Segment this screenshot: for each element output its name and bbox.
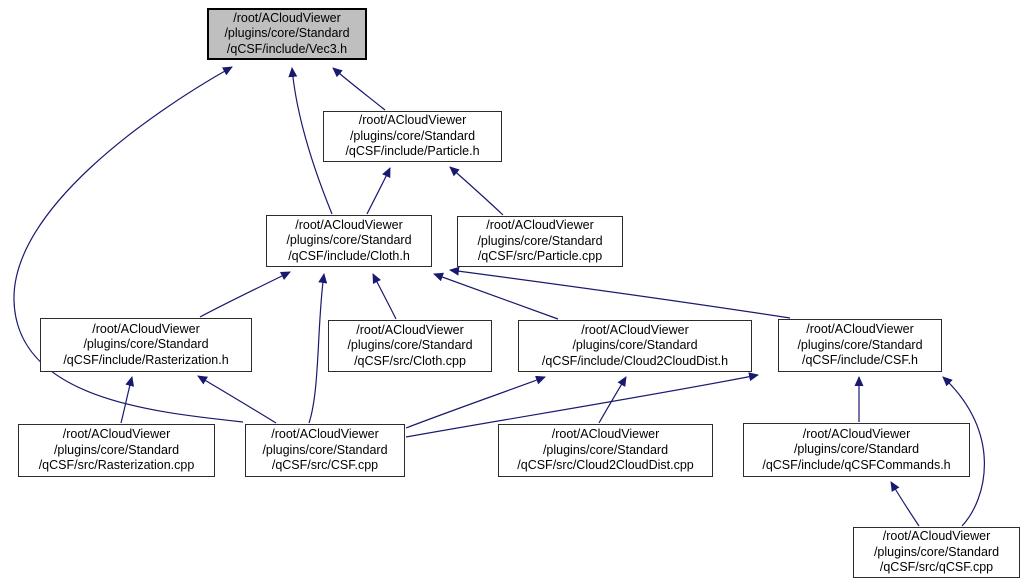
- edge-rasterization-cpp-to-rasterization-h: [120, 376, 135, 424]
- edge-particle-h-to-vec3-h: [332, 67, 386, 111]
- edge-cloth-cpp-to-cloth-h: [372, 273, 397, 320]
- node-path-line: /plugins/core/Standard: [262, 442, 388, 457]
- node-path-line: /root/ACloudViewer: [62, 427, 171, 442]
- node-path-line: /qCSF/src/Cloud2CloudDist.cpp: [517, 458, 694, 473]
- node-cloud2clouddist-h[interactable]: /root/ACloudViewer /plugins/core/Standar…: [518, 320, 752, 372]
- node-particle-cpp[interactable]: /root/ACloudViewer /plugins/core/Standar…: [457, 216, 623, 267]
- node-path-line: /plugins/core/Standard: [873, 544, 1000, 559]
- node-cloth-cpp[interactable]: /root/ACloudViewer /plugins/core/Standar…: [328, 320, 492, 372]
- node-path-line: /plugins/core/Standard: [542, 442, 669, 457]
- edge-particle-cpp-to-particle-h: [449, 166, 504, 216]
- node-path-line: /qCSF/include/Rasterization.h: [63, 352, 229, 367]
- edge-csf-cpp-to-rasterization-h: [197, 375, 277, 424]
- node-path-line: /root/ACloudViewer: [551, 427, 660, 442]
- node-qcsfcommands-h[interactable]: /root/ACloudViewer /plugins/core/Standar…: [743, 423, 970, 477]
- node-path-line: /qCSF/include/CSF.h: [801, 353, 919, 368]
- edge-csf-cpp-to-vec3-h: [13, 66, 244, 423]
- node-path-line: /qCSF/include/qCSFCommands.h: [762, 457, 951, 472]
- edge-cloth-h-to-particle-h: [366, 167, 391, 215]
- node-path-line: /qCSF/src/Rasterization.cpp: [38, 458, 195, 473]
- edge-cloud2clouddist-cpp-to-cloud2clouddist-h: [598, 376, 627, 424]
- node-cloth-h[interactable]: /root/ACloudViewer /plugins/core/Standar…: [266, 215, 432, 267]
- node-cloud2clouddist-cpp[interactable]: /root/ACloudViewer /plugins/core/Standar…: [498, 424, 713, 477]
- node-rasterization-cpp[interactable]: /root/ACloudViewer /plugins/core/Standar…: [18, 424, 215, 477]
- node-path-line: /qCSF/include/Cloud2CloudDist.h: [541, 353, 729, 368]
- node-qcsf-cpp[interactable]: /root/ACloudViewer /plugins/core/Standar…: [853, 527, 1020, 578]
- node-path-line: /plugins/core/Standard: [286, 233, 412, 248]
- edge-csf-cpp-to-cloud2clouddist-h: [405, 375, 546, 429]
- edge-csf-cpp-to-csf-h: [405, 372, 759, 438]
- edge-rasterization-h-to-cloth-h: [199, 271, 291, 318]
- node-rasterization-h[interactable]: /root/ACloudViewer /plugins/core/Standar…: [40, 318, 252, 372]
- node-path-line: /qCSF/include/Particle.h: [345, 144, 480, 159]
- node-path-line: /qCSF/include/Vec3.h: [226, 41, 348, 56]
- node-path-line: /plugins/core/Standard: [53, 442, 180, 457]
- node-csf-cpp[interactable]: /root/ACloudViewer /plugins/core/Standar…: [245, 424, 405, 477]
- node-path-line: /root/ACloudViewer: [92, 321, 200, 336]
- edge-csf-cpp-to-cloth-h: [308, 273, 328, 424]
- node-path-line: /root/ACloudViewer: [271, 427, 379, 442]
- node-path-line: /plugins/core/Standard: [793, 442, 920, 457]
- node-path-line: /qCSF/src/Cloth.cpp: [354, 353, 466, 368]
- node-path-line: /qCSF/src/Particle.cpp: [477, 249, 603, 264]
- node-particle-h[interactable]: /root/ACloudViewer /plugins/core/Standar…: [323, 111, 502, 162]
- node-vec3-h[interactable]: /root/ACloudViewer /plugins/core/Standar…: [207, 8, 367, 60]
- edge-csf-h-to-cloth-h: [449, 266, 791, 319]
- node-path-line: /qCSF/src/CSF.cpp: [271, 458, 379, 473]
- node-path-line: /plugins/core/Standard: [477, 233, 603, 248]
- node-csf-h[interactable]: /root/ACloudViewer /plugins/core/Standar…: [778, 319, 942, 372]
- node-path-line: /root/ACloudViewer: [802, 426, 911, 441]
- node-path-line: /plugins/core/Standard: [347, 338, 473, 353]
- edge-qcsf-cpp-to-qcsfcommands-h: [890, 481, 920, 527]
- edge-qcsf-cpp-to-csf-h: [942, 376, 985, 527]
- node-path-line: /root/ACloudViewer: [356, 322, 464, 337]
- edge-cloth-h-to-vec3-h: [288, 67, 333, 215]
- node-path-line: /root/ACloudViewer: [806, 322, 914, 337]
- node-path-line: /root/ACloudViewer: [295, 217, 403, 232]
- node-path-line: /root/ACloudViewer: [882, 529, 991, 544]
- node-path-line: /root/ACloudViewer: [233, 10, 341, 25]
- node-path-line: /qCSF/src/qCSF.cpp: [879, 560, 994, 575]
- node-path-line: /plugins/core/Standard: [349, 128, 476, 143]
- node-path-line: /plugins/core/Standard: [797, 337, 923, 352]
- node-path-line: /qCSF/include/Cloth.h: [288, 248, 410, 263]
- node-path-line: /root/ACloudViewer: [358, 113, 467, 128]
- node-path-line: /plugins/core/Standard: [83, 337, 209, 352]
- node-path-line: /plugins/core/Standard: [224, 26, 350, 41]
- edge-cloud2clouddist-h-to-cloth-h: [433, 272, 559, 320]
- node-path-line: /root/ACloudViewer: [581, 322, 689, 337]
- node-path-line: /root/ACloudViewer: [486, 218, 594, 233]
- node-path-line: /plugins/core/Standard: [572, 338, 698, 353]
